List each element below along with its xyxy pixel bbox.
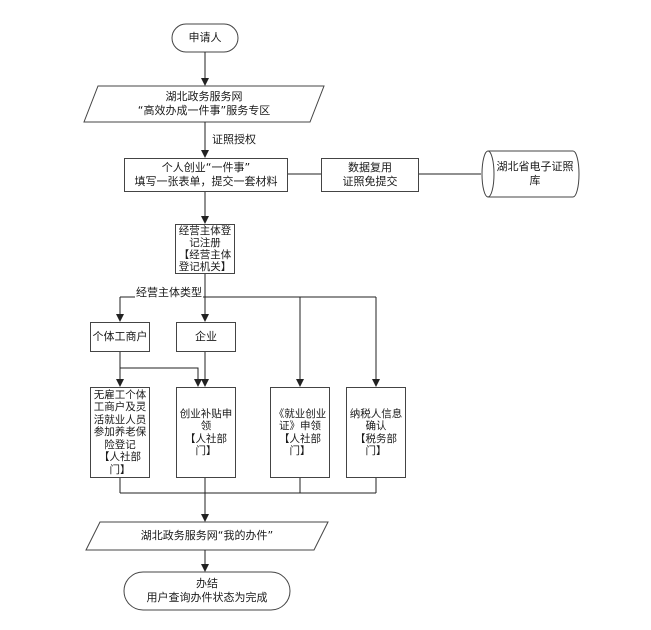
my-cases-shape <box>85 521 329 551</box>
license-db-node: 湖北省电子证照库 <box>496 160 574 187</box>
enterprise-node: 企业 <box>176 322 236 352</box>
portal-node: 湖北政务服务网 “高效办成一件事”服务专区 <box>137 90 271 117</box>
entity-type-label: 经营主体类型 <box>135 286 203 299</box>
individual-business-node: 个体工商户 <box>90 322 150 352</box>
my-cases-node: 湖北政务服务网“我的办件” <box>140 529 274 542</box>
subsidy-node: 创业补贴申 领 【人社部 门】 <box>176 387 236 478</box>
applicant-node: 申请人 <box>188 31 222 44</box>
database-cylinder-icon <box>481 150 580 198</box>
finish-shape <box>123 571 291 611</box>
startup-form-node: 个人创业“一件事” 填写一张表单，提交一套材料 <box>124 158 288 192</box>
employment-cert-node: 《就业创业 证》申领 【人社部 门】 <box>270 387 330 478</box>
tax-confirm-node: 纳税人信息 确认 【税务部 门】 <box>346 387 406 478</box>
auth-label: 证照授权 <box>212 133 256 146</box>
pension-insurance-node: 无雇工个体 工商户及灵 活就业人员 参加养老保 险登记 【人社部 门】 <box>90 387 150 478</box>
registration-node: 经营主体登 记注册 【经营主体 登记机关】 <box>175 224 235 274</box>
finish-node: 办结 用户查询办件状态为完成 <box>146 577 268 604</box>
portal-shape <box>83 85 325 123</box>
data-reuse-node: 数据复用 证照免提交 <box>321 158 419 192</box>
